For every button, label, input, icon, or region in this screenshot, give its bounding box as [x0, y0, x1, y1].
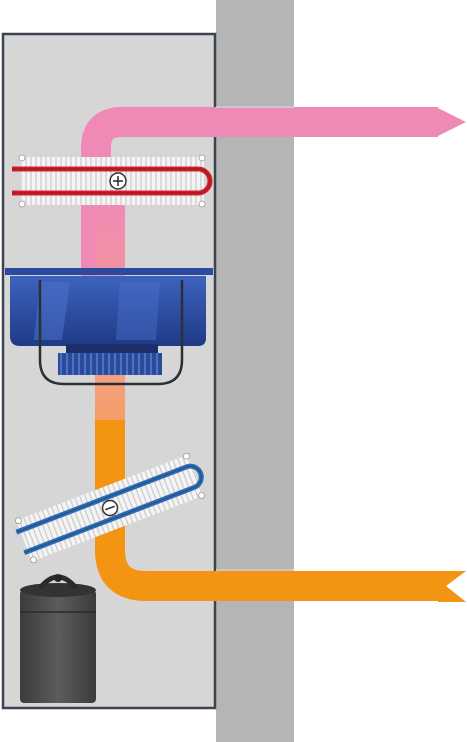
- mount-screw: [15, 517, 22, 525]
- fan-support-bracket: [38, 280, 184, 386]
- condenser-coil: [12, 154, 213, 208]
- compressor-terminal: [54, 574, 62, 582]
- compressor: [20, 574, 96, 703]
- supply-air-duct: [95, 420, 440, 601]
- exhaust-air-arrowhead: [436, 107, 466, 137]
- exhaust-air-duct: [81, 107, 438, 300]
- compressor-top: [20, 583, 96, 597]
- fan-blade-highlight: [116, 282, 160, 340]
- fan-assembly: [5, 268, 213, 386]
- fan-motor-hub: [66, 344, 158, 353]
- fan-wheel: [58, 353, 162, 375]
- mount-screw: [18, 200, 26, 208]
- mount-screw: [198, 154, 206, 162]
- mount-screw: [198, 491, 205, 499]
- evaporator-tube-inner: [16, 465, 203, 554]
- mount-screw: [183, 452, 190, 460]
- evaporator-coil: [15, 452, 205, 564]
- compressor-body: [20, 590, 96, 703]
- fan-mounting-plate: [5, 268, 213, 275]
- mount-screw: [18, 154, 26, 162]
- mount-screw: [30, 556, 37, 564]
- fan-blade-highlight: [34, 282, 70, 340]
- mount-screw: [198, 200, 206, 208]
- condenser-tube-inner: [12, 168, 211, 194]
- supply-air-arrowhead: [438, 571, 466, 602]
